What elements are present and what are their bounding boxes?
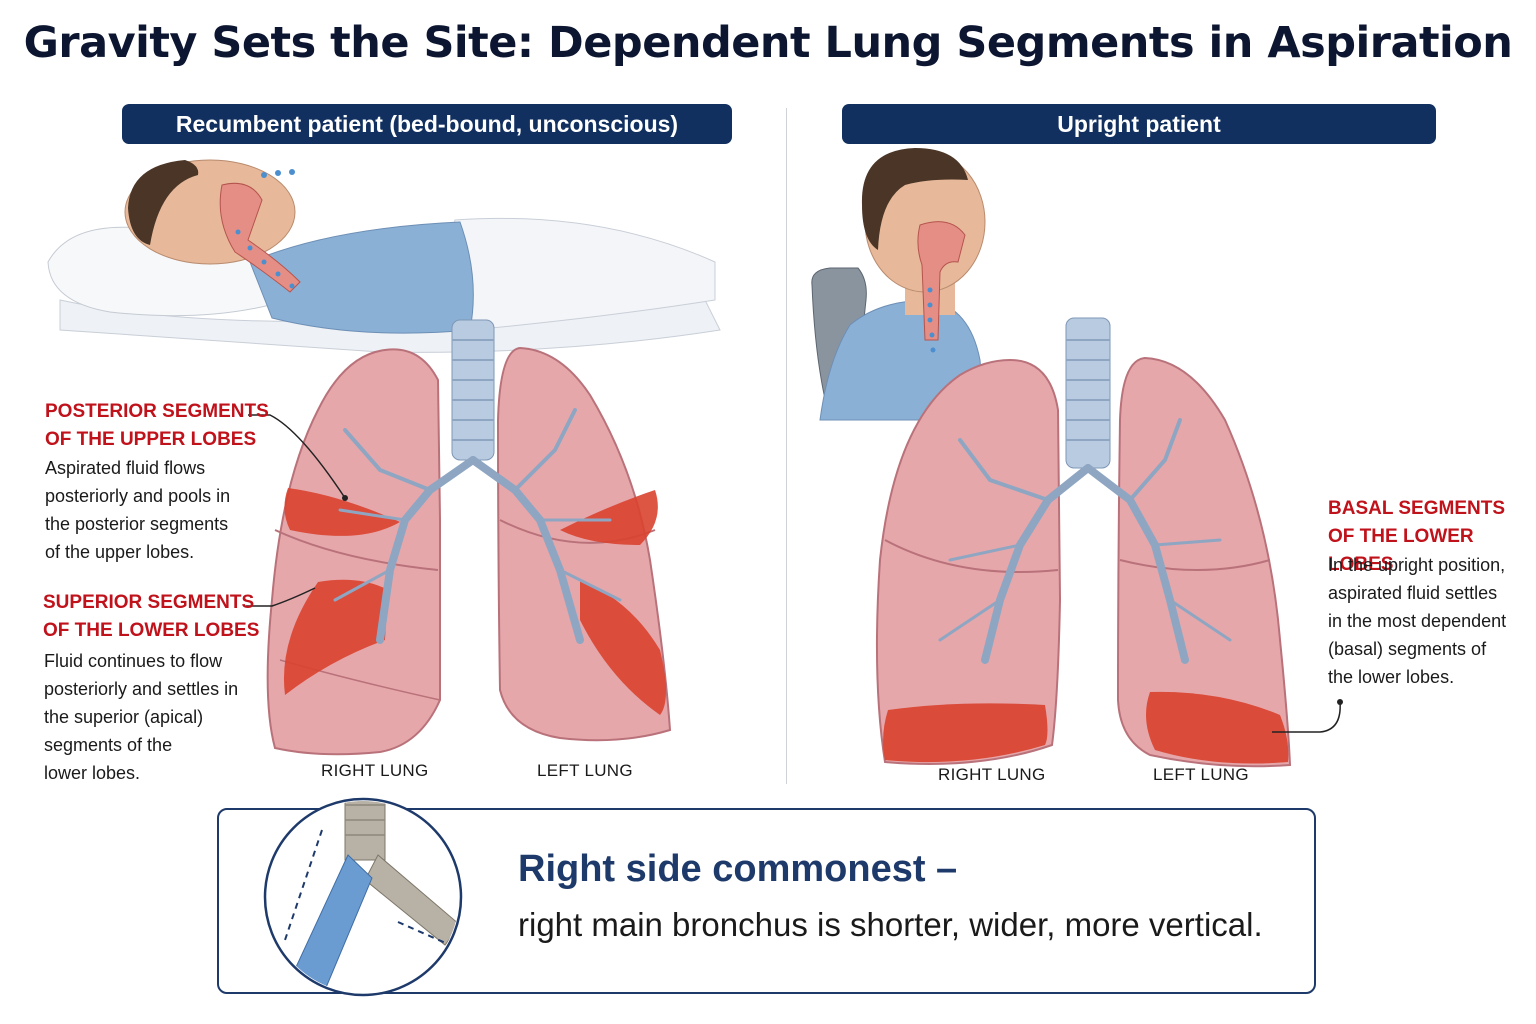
callout-headline: Right side commonest – (518, 848, 957, 891)
callout-body: right main bronchus is shorter, wider, m… (518, 906, 1263, 944)
